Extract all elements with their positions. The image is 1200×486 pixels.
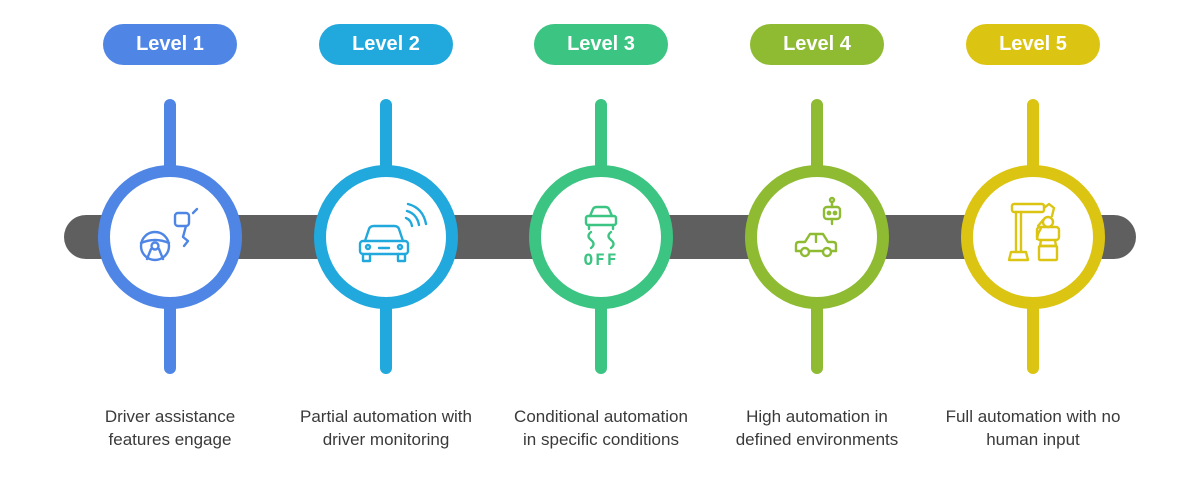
- level-2-description: Partial automation with driver monitorin…: [300, 407, 472, 449]
- level-1-bottom-connector: [164, 296, 176, 374]
- level-3-top-connector: [595, 99, 607, 179]
- level-5-top-connector: [1027, 99, 1039, 179]
- level-2-bottom-connector: [380, 296, 392, 374]
- level-1-label: Level 1: [103, 24, 237, 65]
- level-3-label: Level 3: [534, 24, 668, 65]
- level-3-bottom-connector: [595, 296, 607, 374]
- level-5-description: Full automation with no human input: [945, 407, 1121, 449]
- level-1-description: Driver assistance features engage: [104, 407, 236, 449]
- traction-control-off-icon: [551, 196, 651, 276]
- level-2-label: Level 2: [319, 24, 453, 65]
- level-2-stage: Level 2 Partial automation with driver m…: [300, 0, 472, 486]
- level-1-top-connector: [164, 99, 176, 179]
- level-3-description: Conditional automation in specific condi…: [514, 407, 688, 449]
- level-5-bottom-connector: [1027, 296, 1039, 374]
- level-4-label: Level 4: [750, 24, 884, 65]
- level-4-description: High automation in defined environments: [735, 407, 899, 449]
- robot-car-icon: [767, 196, 867, 276]
- level-4-stage: Level 4 High automation in defined envir…: [736, 0, 898, 486]
- level-3-stage: Level 3 OFF Conditional automation in sp…: [514, 0, 688, 486]
- steering-wheel-mirror-icon: [120, 196, 220, 276]
- connected-car-icon: [336, 196, 436, 276]
- level-1-stage: Level 1 Driver assistance features engag…: [95, 0, 245, 486]
- level-2-top-connector: [380, 99, 392, 179]
- off-label: OFF: [583, 250, 619, 269]
- robotic-arm-icon: [983, 196, 1083, 276]
- level-5-stage: Level 5 Full automation with no human in…: [946, 0, 1120, 486]
- level-4-top-connector: [811, 99, 823, 179]
- level-5-label: Level 5: [966, 24, 1100, 65]
- level-4-bottom-connector: [811, 296, 823, 374]
